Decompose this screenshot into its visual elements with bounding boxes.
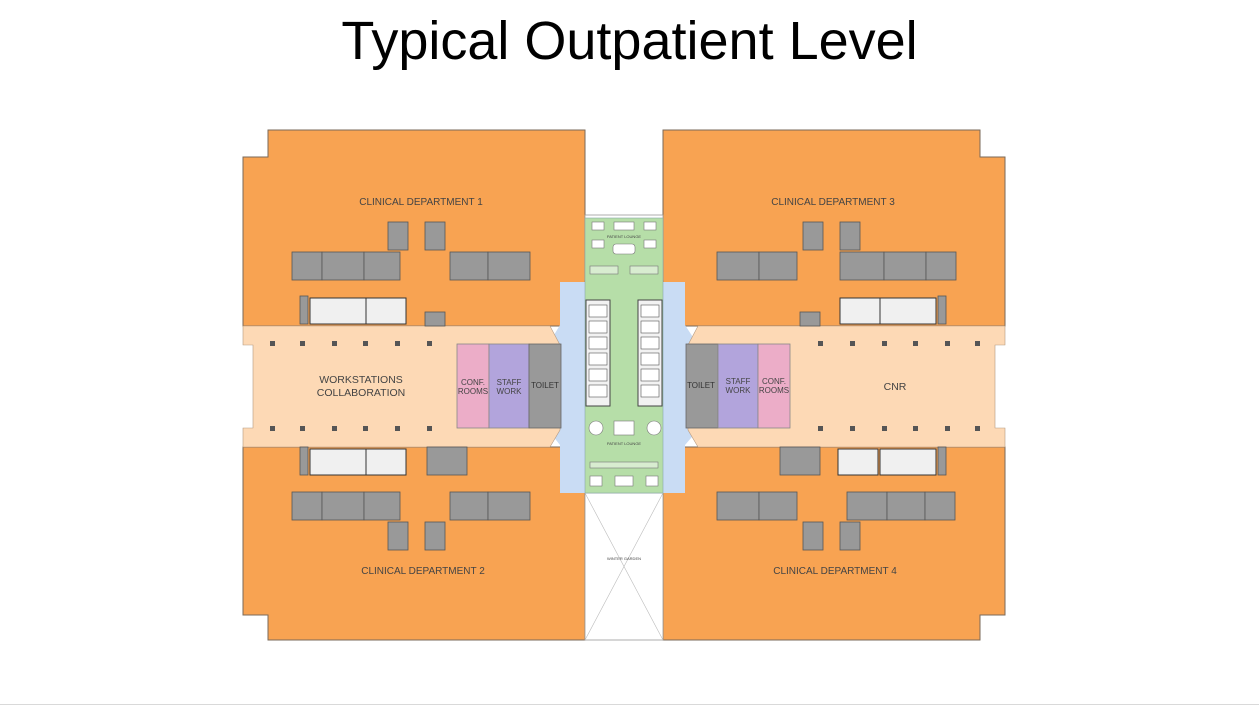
- label-toilet-west: TOILET: [531, 381, 559, 390]
- label-staff-east-1: STAFF: [726, 377, 751, 386]
- label-conf-east-2: ROOMS: [759, 386, 789, 395]
- label-toilet-east: TOILET: [687, 381, 715, 390]
- stair-blocks: [309, 297, 937, 476]
- conf-rooms-west: [456, 343, 490, 429]
- label-staff-west-2: WORK: [497, 387, 523, 396]
- label-collaboration: COLLABORATION: [317, 387, 406, 399]
- lounge-furniture: [588, 221, 662, 487]
- label-patient-lounge-north: PATIENT LOUNGE: [607, 234, 642, 239]
- conf-rooms-east: [757, 343, 791, 429]
- label-staff-west-1: STAFF: [497, 378, 522, 387]
- label-conf-west-2: ROOMS: [458, 387, 488, 396]
- bottom-divider: [0, 704, 1259, 705]
- label-cnr: CNR: [884, 381, 907, 393]
- wing-clinical-department-2: [242, 446, 586, 641]
- label-conf-west-1: CONF.: [461, 378, 485, 387]
- toilet-west: [528, 343, 562, 429]
- label-conf-east-1: CONF.: [762, 377, 786, 386]
- service-blocks: [291, 221, 957, 551]
- wing-clinical-department-1: [242, 129, 586, 327]
- label-clinical-department-3: CLINICAL DEPARTMENT 3: [771, 197, 895, 208]
- label-patient-lounge-south: PATIENT LOUNGE: [607, 441, 642, 446]
- label-staff-east-2: WORK: [726, 386, 752, 395]
- wing-clinical-department-4: [662, 446, 1006, 641]
- label-winter-garden: WINTER GARDEN: [607, 556, 641, 561]
- label-clinical-department-1: CLINICAL DEPARTMENT 1: [359, 197, 483, 208]
- label-workstations: WORKSTATIONS: [319, 374, 403, 386]
- toilet-east: [685, 343, 719, 429]
- staff-work-west: [488, 343, 530, 429]
- columns: [270, 341, 980, 431]
- label-clinical-department-4: CLINICAL DEPARTMENT 4: [773, 566, 897, 577]
- page-title: Typical Outpatient Level: [341, 11, 918, 71]
- wing-clinical-department-3: [662, 129, 1006, 327]
- label-clinical-department-2: CLINICAL DEPARTMENT 2: [361, 566, 485, 577]
- elevator-cars: [588, 304, 660, 398]
